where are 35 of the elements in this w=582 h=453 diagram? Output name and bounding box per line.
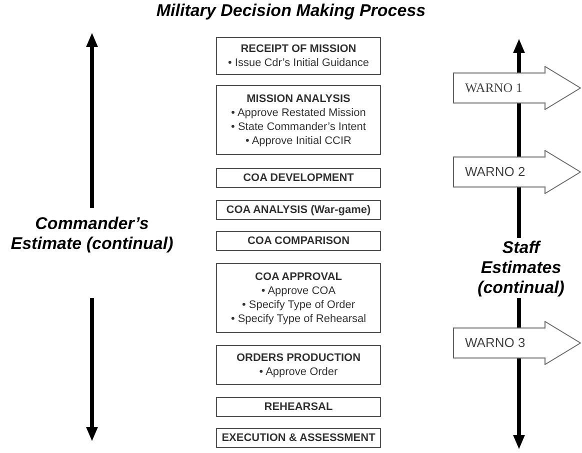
step-title: COA ANALYSIS (War-game) (226, 203, 371, 217)
step-title: COA APPROVAL (255, 270, 342, 284)
step-item: • Approve Restated Mission (231, 106, 366, 120)
step-title: REHEARSAL (264, 400, 333, 414)
block-arrow (453, 321, 581, 365)
step-item: • Specify Type of Order (242, 298, 356, 312)
side-label: Staff Estimates (continual) (476, 238, 566, 298)
arrow-label: WARNO 1 (465, 80, 522, 96)
block-arrow (453, 150, 581, 194)
step-item: • Approve Order (259, 365, 338, 379)
step-item: • State Commander’s Intent (231, 120, 366, 134)
step-item: • Approve Initial CCIR (246, 134, 352, 148)
step-item: • Specify Type of Rehearsal (230, 312, 366, 326)
step-box (216, 428, 381, 448)
step-box (216, 200, 381, 220)
step-title: COA DEVELOPMENT (243, 171, 354, 185)
step-box (216, 85, 381, 155)
step-box (216, 231, 381, 251)
title: Military Decision Making Process (155, 0, 427, 22)
step-box (216, 397, 381, 417)
step-title: RECEIPT OF MISSION (240, 42, 356, 56)
step-title: COA COMPARISON (247, 234, 350, 248)
step-box (216, 263, 381, 333)
step-box (216, 345, 381, 385)
side-label: Commander’s Estimate (continual) (10, 214, 174, 254)
step-item: • Issue Cdr’s Initial Guidance (228, 56, 369, 70)
arrow-label: WARNO 3 (465, 335, 526, 351)
arrow-label: WARNO 2 (465, 164, 526, 180)
step-title: EXECUTION & ASSESSMENT (222, 431, 376, 445)
step-title: MISSION ANALYSIS (246, 92, 350, 106)
block-arrow (453, 66, 581, 110)
step-item: • Approve COA (261, 284, 336, 298)
step-box (216, 37, 381, 75)
step-title: ORDERS PRODUCTION (236, 351, 361, 365)
step-box (216, 168, 381, 188)
